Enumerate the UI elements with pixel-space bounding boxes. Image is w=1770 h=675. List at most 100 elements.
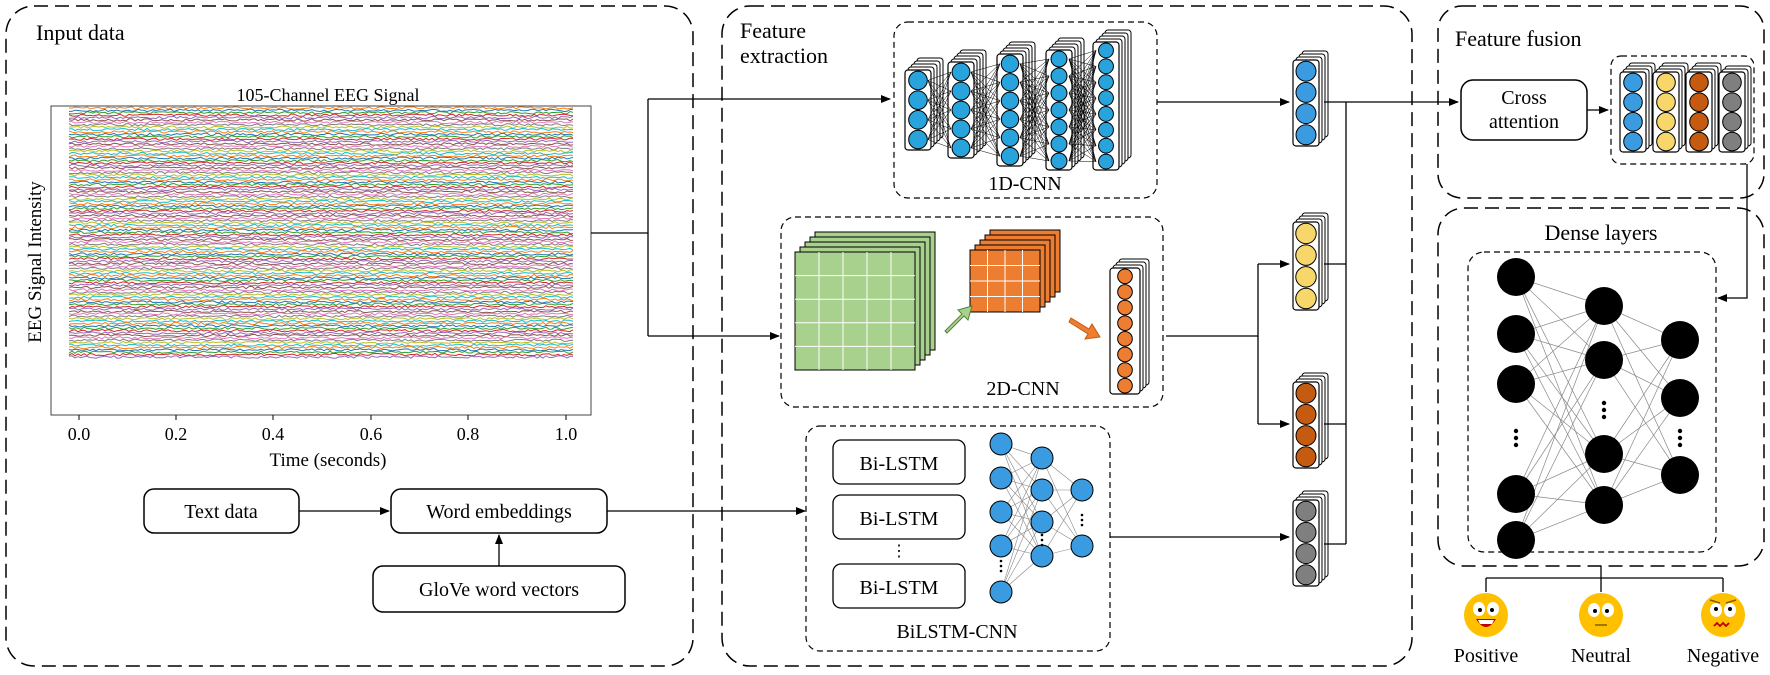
model-to-feature-connectors xyxy=(1110,98,1290,541)
output-label-neutral: Neutral xyxy=(1571,645,1631,667)
neuron-node xyxy=(1295,222,1317,245)
cnn1d-connection xyxy=(1019,92,1050,157)
ellipsis-dot xyxy=(1080,513,1084,517)
eeg-channel-trace xyxy=(68,252,574,256)
cnn1d-connection xyxy=(970,147,1001,157)
ellipsis-dot xyxy=(1601,407,1607,413)
neuron-node xyxy=(1117,268,1133,285)
cnn1d-connection xyxy=(1019,63,1050,77)
ellipsis-dot xyxy=(999,569,1003,573)
neuron-node xyxy=(1050,152,1068,170)
eeg-channel-trace xyxy=(68,123,574,127)
bilstm-connection xyxy=(1000,489,1043,547)
dense-neuron xyxy=(1497,315,1535,353)
eeg-channel-trace xyxy=(69,168,574,172)
cnn1d-connection xyxy=(1068,58,1097,67)
cnn1d-connection xyxy=(1068,126,1097,146)
fused-features-box xyxy=(1610,55,1755,165)
neuron-node xyxy=(1050,50,1068,68)
bilstm-neuron xyxy=(989,466,1013,490)
eeg-connectors xyxy=(591,95,891,340)
eeg-channel-trace xyxy=(68,206,574,211)
cnn1d-connection xyxy=(927,99,952,130)
eeg-channel-trace xyxy=(68,173,574,177)
bilstm-ellipsis: ⋮ xyxy=(891,543,907,560)
cnn1d-connection xyxy=(1068,75,1097,83)
neuron-node xyxy=(1689,112,1709,132)
cnn2d-label: 2D-CNN xyxy=(986,378,1059,400)
ellipsis-dot xyxy=(1080,518,1084,522)
eeg-channel-trace xyxy=(68,142,574,146)
dense-neuron xyxy=(1585,287,1623,325)
eeg-channel-trace xyxy=(69,175,574,180)
eeg-channel-trace xyxy=(68,343,574,347)
neuron-node xyxy=(1295,81,1317,103)
cnn1d-connection xyxy=(1019,118,1050,128)
cnn1d-connection xyxy=(1019,100,1050,111)
eeg-channel-trace xyxy=(68,170,574,175)
cnn1d-connection xyxy=(1068,129,1097,162)
cnn1d-connection xyxy=(1068,50,1097,145)
dense-connection xyxy=(1515,276,1605,506)
eeg-channel-trace xyxy=(68,151,574,156)
bilstm-cnn-network xyxy=(989,432,1094,604)
eeg-x-tick-label: 1.0 xyxy=(555,424,578,444)
cnn1d-connection xyxy=(970,63,1001,130)
eeg-channel-trace xyxy=(68,149,574,153)
cnn1d-connection xyxy=(1019,137,1050,162)
neuron-node xyxy=(1117,362,1133,378)
neuron-node xyxy=(1295,103,1317,125)
eeg-channel-trace xyxy=(68,132,574,137)
cnn1d-connection xyxy=(1019,82,1050,111)
eeg-channel-trace xyxy=(68,304,574,309)
neuron-node xyxy=(1295,521,1317,543)
dense-connection xyxy=(1515,276,1605,455)
neuron-node xyxy=(951,81,971,101)
eeg-channel-trace xyxy=(68,283,574,287)
eeg-channel-trace xyxy=(68,309,573,314)
bilstm-connection xyxy=(1000,489,1043,593)
cross-attention-label-line2: attention xyxy=(1489,111,1559,133)
neuron-node xyxy=(1050,101,1068,119)
cnn1d-connection xyxy=(1019,155,1050,162)
neuron-node xyxy=(1689,131,1709,152)
cnn1d-connection xyxy=(1068,92,1097,130)
eeg-channel-trace xyxy=(69,266,574,271)
dense-neuron xyxy=(1585,435,1623,473)
dense-layers-title: Dense layers xyxy=(1544,220,1657,245)
neuron-node xyxy=(1295,60,1317,82)
ellipsis-dot xyxy=(1677,435,1683,441)
eeg-x-tick-label: 0.8 xyxy=(457,424,480,444)
cnn1d-connection xyxy=(1068,50,1097,128)
eeg-channel-trace xyxy=(69,307,574,311)
ellipsis-dot xyxy=(1513,435,1519,441)
eeg-channel-trace xyxy=(68,216,574,220)
vector-frame xyxy=(1652,71,1680,153)
eeg-channel-trace xyxy=(68,242,574,247)
cnn1d-connection xyxy=(1068,109,1097,146)
cnn1d-connection xyxy=(970,100,1001,149)
cross-attention-label-line1: Cross xyxy=(1501,87,1547,109)
cnn1d-connection xyxy=(1019,75,1050,101)
emoji-face xyxy=(1579,593,1623,637)
dense-connection xyxy=(1603,339,1681,455)
neuron-node xyxy=(1722,131,1742,152)
vector-frame xyxy=(1292,381,1320,469)
cnn1d-connection xyxy=(927,119,952,149)
dense-neuron xyxy=(1661,321,1699,359)
dense-connection xyxy=(1603,339,1681,506)
bilstm-cell-label: Bi-LSTM xyxy=(860,577,939,599)
neuron-node xyxy=(1117,299,1133,316)
eeg-channel-trace xyxy=(68,259,573,263)
eeg-channel-trace xyxy=(68,348,574,352)
input-data-title: Input data xyxy=(36,20,125,45)
eeg-channel-trace xyxy=(68,225,574,230)
neuron-node xyxy=(1000,110,1020,129)
eeg-channel-trace xyxy=(69,125,573,129)
eeg-channel-trace xyxy=(68,190,574,194)
neutral-face-icon xyxy=(1579,593,1623,637)
cnn1d-connection xyxy=(1019,92,1050,102)
eeg-channel-trace xyxy=(68,312,574,316)
neuron-node xyxy=(1295,500,1317,522)
cnn1d-connection xyxy=(1019,119,1050,162)
